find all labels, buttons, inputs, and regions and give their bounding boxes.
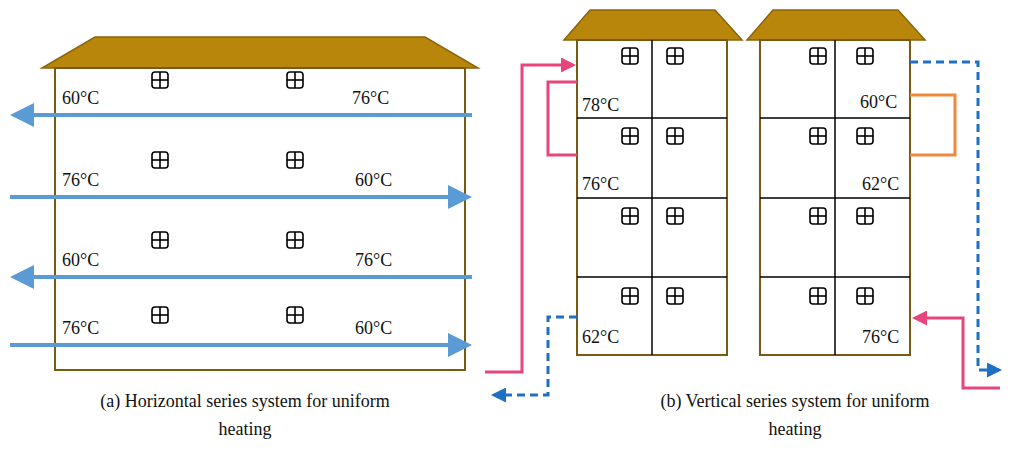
temperature-label: 76°C [355,250,392,271]
horizontal-flow-arrows [10,115,472,345]
temperature-label: 76°C [862,327,899,348]
temperature-label: 76°C [582,174,619,195]
temperature-label: 60°C [355,318,392,339]
temperature-label: 76°C [62,318,99,339]
temperature-label: 78°C [582,95,619,116]
temperature-label: 60°C [860,92,897,113]
subfigure-caption: (b) Vertical series system for uniform h… [645,387,945,443]
temperature-label: 60°C [62,88,99,109]
right-pipes [910,62,1000,388]
temperature-label: 62°C [862,174,899,195]
temperature-label: 60°C [62,250,99,271]
house-a [42,37,478,370]
left-pipes [485,65,577,395]
building-left [564,10,742,355]
subfigure-caption: (a) Horizontal series system for uniform… [95,387,395,443]
temperature-label: 76°C [62,170,99,191]
temperature-label: 76°C [352,88,389,109]
temperature-label: 60°C [355,170,392,191]
building-right [747,10,925,355]
temperature-label: 62°C [582,327,619,348]
